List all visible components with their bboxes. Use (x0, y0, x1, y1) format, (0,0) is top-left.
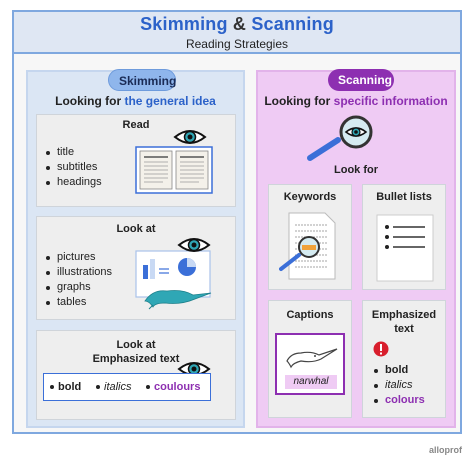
chart-icon (135, 250, 212, 310)
emphasized-text-box: bold italics coulours (43, 373, 211, 401)
infographic-frame: Skimming & Scanning Reading Strategies S… (12, 10, 462, 434)
read-card-title: Read (122, 119, 150, 131)
emphasized-text-title-2: text (394, 323, 414, 335)
emphasized-card: Look at Emphasized text bold italics cou… (36, 330, 236, 420)
book-icon (135, 146, 213, 194)
scanning-lead: Looking for specific information (258, 94, 454, 108)
eye-icon (177, 238, 211, 252)
read-list: title subtitles headings (45, 145, 102, 190)
list-item: colours (373, 393, 425, 408)
emphasized-text-card: Emphasized text bold italics colours (362, 300, 446, 418)
read-card: Read title subtitles headings (36, 114, 236, 207)
keywords-card-title: Keywords (283, 191, 337, 203)
skimming-lead-prefix: Looking for (55, 94, 125, 108)
list-item: pictures (45, 250, 112, 265)
title-ampersand: & (232, 14, 247, 34)
list-item: title (45, 145, 102, 160)
eye-icon (173, 130, 207, 144)
list-item: graphs (45, 280, 112, 295)
document-icon (279, 212, 336, 280)
emphasized-text-list: bold italics colours (373, 363, 425, 408)
bullet (146, 385, 150, 389)
emphasized-italics: italics (104, 381, 132, 393)
bullet-lists-card: Bullet lists (362, 184, 446, 290)
bullet (50, 385, 54, 389)
list-item: illustrations (45, 265, 112, 280)
emphasized-card-title-2: Emphasized text (92, 353, 180, 365)
title-scanning: Scanning (251, 14, 334, 34)
look-at-list: pictures illustrations graphs tables (45, 250, 112, 310)
bullet-lists-card-title: Bullet lists (376, 191, 432, 203)
scanning-lead-emphasis: specific information (333, 94, 448, 108)
skimming-lead: Looking for the general idea (28, 94, 243, 108)
look-at-card-title: Look at (116, 223, 156, 235)
list-item: bold (373, 363, 425, 378)
list-item: tables (45, 295, 112, 310)
page-title: Skimming & Scanning (14, 14, 460, 35)
narwhal-icon (286, 348, 338, 369)
list-item: headings (45, 175, 102, 190)
caption-frame: narwhal (275, 333, 345, 395)
list-item: italics (373, 378, 425, 393)
skimming-pill: Skimming (108, 69, 176, 91)
emphasized-card-title-1: Look at (116, 339, 156, 351)
keywords-card: Keywords (268, 184, 352, 290)
skimming-panel: Skimming Looking for the general idea Re… (26, 69, 245, 428)
scanning-pill: Scanning (328, 69, 394, 91)
scanning-panel: Scanning Looking for specific informatio… (256, 69, 456, 428)
caption-label: narwhal (285, 375, 337, 389)
list-item: subtitles (45, 160, 102, 175)
page-subtitle: Reading Strategies (185, 37, 289, 51)
emphasized-bold: bold (58, 381, 82, 393)
captions-card: Captions narwhal (268, 300, 352, 418)
look-for-label: Look for (334, 164, 378, 176)
emphasized-text-title-1: Emphasized (371, 309, 437, 321)
captions-card-title: Captions (286, 309, 334, 321)
magnifier-icon (307, 115, 373, 161)
header: Skimming & Scanning Reading Strategies (14, 12, 460, 54)
alloprof-logo: alloprof (429, 445, 462, 455)
look-at-card: Look at pictures illustrations graphs ta… (36, 216, 236, 320)
bullet (96, 385, 100, 389)
skimming-lead-emphasis: the general idea (124, 94, 216, 108)
bullet-list-icon (376, 214, 434, 282)
emphasized-colours: coulours (154, 381, 201, 393)
exclamation-icon (373, 341, 389, 357)
title-skimming: Skimming (140, 14, 228, 34)
scanning-lead-prefix: Looking for (264, 94, 334, 108)
